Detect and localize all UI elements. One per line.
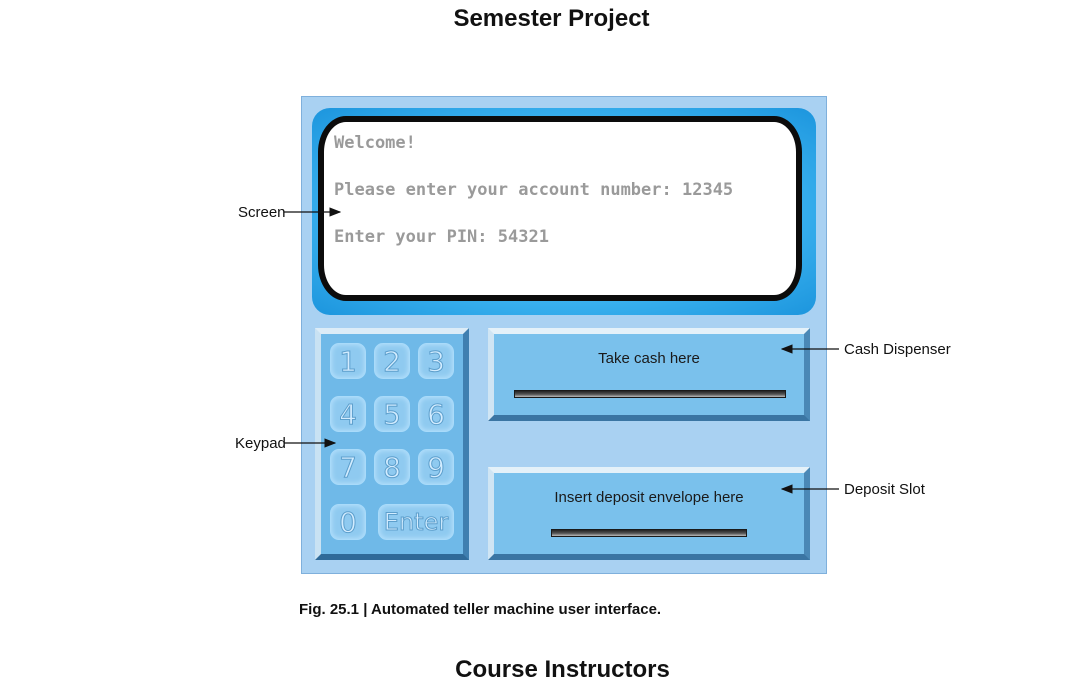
deposit-slot-label: Insert deposit envelope here <box>554 489 744 506</box>
key-enter[interactable]: Enter <box>378 504 454 540</box>
cash-slot[interactable] <box>514 390 786 398</box>
key-8[interactable]: 8 <box>374 449 410 485</box>
key-4[interactable]: 4 <box>330 396 366 432</box>
cash-dispenser-label: Take cash here <box>598 350 700 367</box>
key-5[interactable]: 5 <box>374 396 410 432</box>
callout-screen: Screen <box>238 204 286 221</box>
screen-line-welcome: Welcome! <box>334 133 416 153</box>
callout-deposit-slot: Deposit Slot <box>844 481 925 498</box>
atm-screen: Welcome! Please enter your account numbe… <box>318 116 802 301</box>
section-heading: Course Instructors <box>455 656 670 683</box>
cash-dispenser: Take cash here <box>488 328 810 421</box>
page-title: Semester Project <box>453 5 650 32</box>
callout-keypad: Keypad <box>235 435 286 452</box>
key-2[interactable]: 2 <box>374 343 410 379</box>
key-9[interactable]: 9 <box>418 449 454 485</box>
keypad: 1 2 3 4 5 6 7 8 9 0 Enter <box>315 328 469 560</box>
key-3[interactable]: 3 <box>418 343 454 379</box>
callout-cash-dispenser: Cash Dispenser <box>844 341 951 358</box>
atm-machine: Welcome! Please enter your account numbe… <box>301 96 827 574</box>
deposit-slot-panel: Insert deposit envelope here <box>488 467 810 560</box>
screen-line-account: Please enter your account number: 12345 <box>334 180 734 200</box>
screen-bezel: Welcome! Please enter your account numbe… <box>312 108 816 315</box>
deposit-slot[interactable] <box>551 529 747 537</box>
figure-caption: Fig. 25.1 | Automated teller machine use… <box>299 601 662 618</box>
screen-line-pin: Enter your PIN: 54321 <box>334 227 549 247</box>
key-6[interactable]: 6 <box>418 396 454 432</box>
key-1[interactable]: 1 <box>330 343 366 379</box>
key-0[interactable]: 0 <box>330 504 366 540</box>
key-7[interactable]: 7 <box>330 449 366 485</box>
